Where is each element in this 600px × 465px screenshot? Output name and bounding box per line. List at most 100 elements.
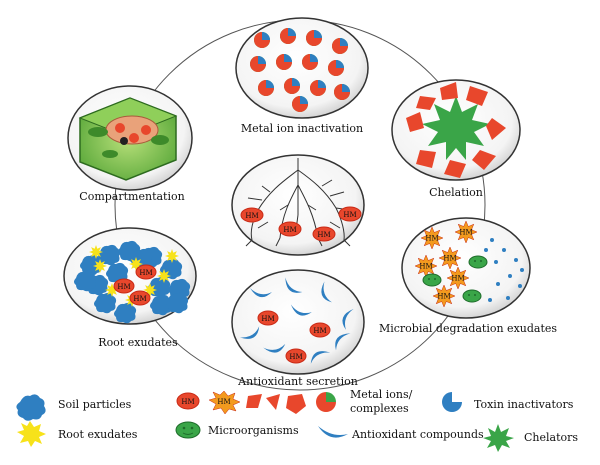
node-root-exudates: HM HM HM Root exudates [63, 227, 197, 349]
hm-label: HM [313, 327, 326, 335]
toxin-inactivator-icon [258, 80, 274, 96]
metal-complex-icon: HM [414, 254, 438, 278]
soil-particle-icon [98, 244, 121, 266]
hm-label: HM [261, 315, 274, 323]
antioxidant-compound-icon [239, 326, 260, 339]
label-chelation: Chelation [429, 186, 483, 199]
soil-particle-icon [106, 262, 129, 284]
toxin-inactivator-icon [332, 38, 348, 54]
hm-label: HM [181, 398, 194, 406]
hm-label: HM [443, 255, 456, 263]
node-microbial-degradation: HM HM HM HM HM HM Microbial degradation exuda… [379, 217, 557, 335]
legend-chelators: Chelators [524, 431, 578, 444]
soil-particle-icon [114, 302, 137, 324]
label-root-exudates: Root exudates [98, 336, 178, 349]
toxin-inactivator-icon [280, 28, 296, 44]
hm-label: HM [245, 212, 258, 220]
antioxidant-compound-icon [335, 333, 351, 351]
microorganism-icon [468, 255, 488, 269]
root-exudate-icon [89, 245, 103, 259]
antioxidant-compound-icon [342, 308, 354, 330]
exudate-dots [484, 238, 524, 302]
chelator-star-icon [422, 96, 490, 160]
exudate-dot [518, 284, 522, 288]
legend-microorganisms: Microorganisms [208, 424, 299, 437]
hm-label: HM [117, 283, 130, 291]
toxin-inactivator-icon [250, 56, 266, 72]
microorganism-legend-icon [175, 421, 201, 439]
antioxidant-compound-group [239, 277, 354, 364]
exudate-dot [508, 274, 512, 278]
hm-label: HM [451, 275, 464, 283]
root-exudate-icon [157, 269, 171, 283]
soil-particle-legend-icon [16, 394, 46, 421]
metal-ion-legend-icons: HM HM [176, 390, 336, 415]
hm-label: HM [419, 263, 432, 271]
metal-complex-icon: HM [446, 266, 470, 290]
toxin-inactivator-icon [284, 78, 300, 94]
toxin-inactivator-icon [328, 60, 344, 76]
legend-root-exudates: Root exudates [58, 428, 138, 441]
chelator-legend-icon [483, 424, 514, 452]
soil-particle-group [74, 240, 191, 324]
hm-label: HM [437, 293, 450, 301]
antioxidant-compound-icon [310, 351, 331, 364]
antioxidant-compound-icon [290, 304, 312, 316]
root-exudate-legend-icon [17, 421, 46, 447]
hm-label: HM [289, 353, 302, 361]
node-compartmentation: Compartmentation [67, 85, 193, 203]
hm-label: HM [283, 226, 296, 234]
node-chelation: Chelation [391, 79, 521, 199]
exudate-dot [520, 268, 524, 272]
hm-label: HM [217, 398, 230, 406]
antioxidant-compound-icon [250, 288, 272, 298]
label-antioxidant-secretion: Antioxidant secretion [237, 375, 358, 388]
soil-particle-icon [150, 294, 173, 316]
antioxidant-compound-icon [285, 277, 303, 293]
soil-particle-icon [74, 270, 97, 292]
hm-label: HM [133, 295, 146, 303]
legend-soil-particles: Soil particles [58, 398, 132, 411]
legend-antioxidant-compounds: Antioxidant compounds [351, 428, 484, 441]
exudate-dot [488, 298, 492, 302]
toxin-inactivator-icon [276, 54, 292, 70]
soil-particle-icon [166, 292, 189, 314]
legend: Soil particles Root exudates HM HM Metal… [16, 388, 578, 452]
antioxidant-compound-icon [263, 343, 286, 353]
exudate-dot [502, 248, 506, 252]
node-metal-ion-inactivation: Metal ion inactivation [235, 17, 369, 136]
metal-complex-icon: HM [454, 220, 478, 244]
soil-particle-icon [94, 292, 117, 314]
label-metal-ion-inactivation: Metal ion inactivation [241, 122, 363, 135]
toxin-inactivator-group [250, 28, 350, 112]
microorganism-icon [462, 289, 482, 303]
toxin-inactivator-icon [292, 96, 308, 112]
root-exudate-icon [93, 259, 107, 273]
exudate-dot [496, 282, 500, 286]
metal-complex-icon: HM [420, 226, 444, 250]
microorganism-icon [422, 273, 442, 287]
exudate-dot [490, 238, 494, 242]
exudate-dot [506, 296, 510, 300]
hm-label: HM [459, 229, 472, 237]
toxin-inactivator-icon [334, 84, 350, 100]
exudate-dot [484, 248, 488, 252]
toxin-inactivator-legend-icon [442, 392, 462, 412]
toxin-inactivator-icon [310, 80, 326, 96]
hm-label: HM [317, 231, 330, 239]
toxin-inactivator-icon [302, 54, 318, 70]
hm-label: HM [343, 211, 356, 219]
toxin-inactivator-icon [306, 30, 322, 46]
exudate-dot [514, 258, 518, 262]
plant-cell-icon [78, 97, 178, 181]
legend-metal-ions-line1: Metal ions/ [350, 388, 413, 401]
toxin-inactivator-icon [254, 32, 270, 48]
root-exudate-icon [165, 249, 179, 263]
legend-metal-ions-line2: complexes [350, 402, 409, 415]
hm-label: HM [139, 269, 152, 277]
center-roots: HM HM HM HM [231, 154, 365, 256]
label-microbial-degradation: Microbial degradation exudates [379, 322, 557, 335]
metal-complex-icon: HM [432, 284, 456, 308]
legend-toxin-inactivators: Toxin inactivators [474, 398, 574, 411]
